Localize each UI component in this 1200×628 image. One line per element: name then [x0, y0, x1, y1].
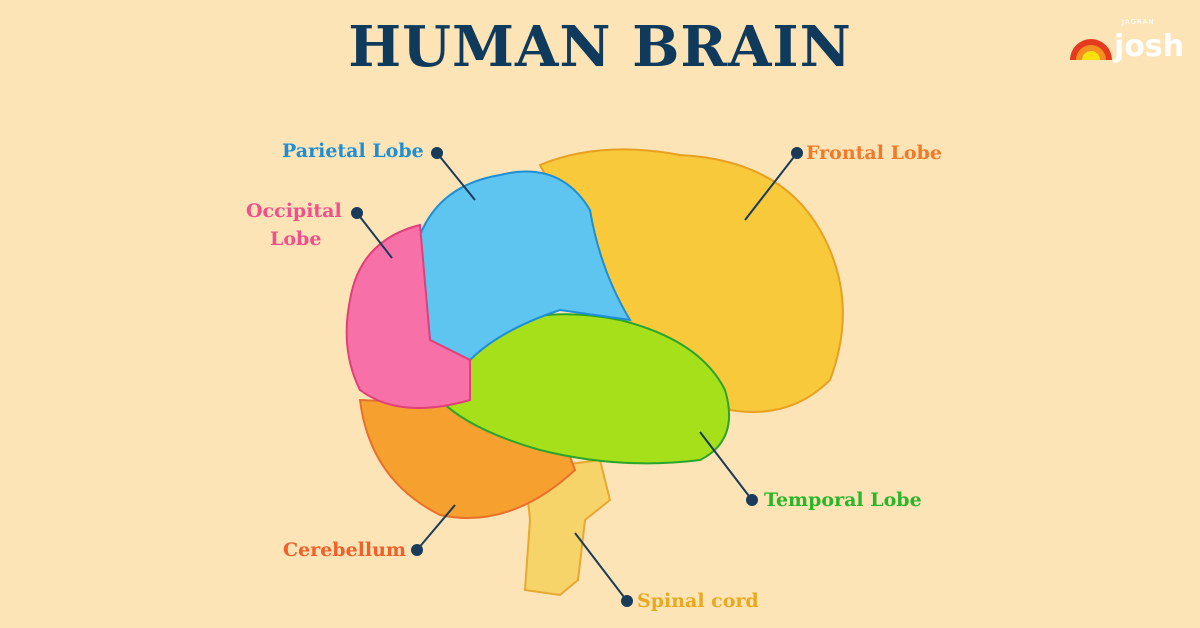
temporal-lobe	[438, 313, 731, 465]
frontal-dot	[791, 147, 803, 159]
occipital-dot	[351, 207, 363, 219]
jagran-josh-logo: JAGRAN josh	[1068, 18, 1193, 68]
label-cerebellum: Cerebellum	[283, 539, 407, 561]
label-frontal-lobe: Frontal Lobe	[806, 142, 942, 164]
label-temporal-lobe: Temporal Lobe	[764, 489, 922, 511]
frontal-connector	[744, 152, 798, 221]
logo-text: josh	[1114, 29, 1185, 64]
logo-sub: JAGRAN	[1122, 18, 1155, 26]
parietal-connector	[436, 152, 476, 201]
label-occipital-line2: Lobe	[270, 228, 322, 250]
frontal-lobe	[538, 148, 844, 413]
label-spinal-cord: Spinal cord	[637, 590, 759, 612]
cerebellum-dot	[411, 544, 423, 556]
spinal-connector	[574, 532, 628, 602]
cerebellum-connector	[416, 504, 456, 551]
occipital-connector	[356, 212, 393, 259]
label-occipital-line1: Occipital	[246, 200, 342, 222]
parietal-dot	[431, 147, 443, 159]
parietal-lobe	[418, 170, 632, 362]
spinal-dot	[621, 595, 633, 607]
occipital-lobe	[345, 223, 471, 409]
sun-logo-icon	[1070, 39, 1112, 60]
label-parietal-lobe: Parietal Lobe	[282, 140, 424, 162]
temporal-dot	[746, 494, 758, 506]
temporal-connector	[699, 431, 753, 501]
page-title: HUMAN BRAIN	[348, 14, 852, 80]
